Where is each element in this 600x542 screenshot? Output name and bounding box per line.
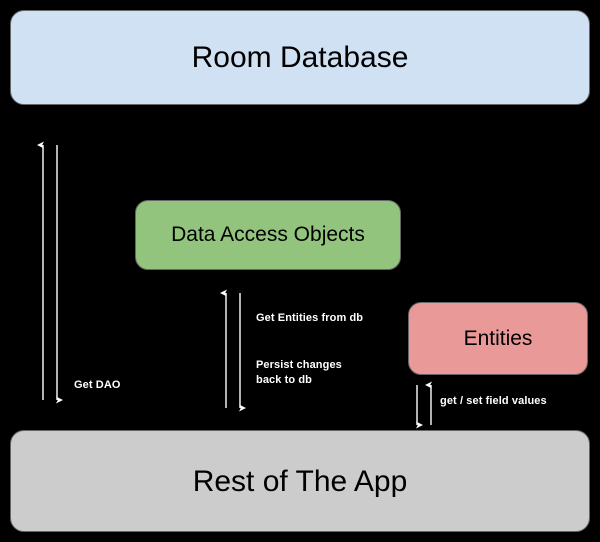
node-room-database-label: Room Database bbox=[191, 41, 409, 74]
edge-dao-app bbox=[220, 289, 246, 412]
edge-label-get-dao: Get DAO bbox=[74, 379, 121, 391]
node-data-access-objects-label: Data Access Objects bbox=[171, 223, 365, 247]
node-entities-label: Entities bbox=[463, 326, 533, 350]
node-entities[interactable]: Entities bbox=[408, 302, 588, 375]
edge-entities-app bbox=[416, 381, 432, 429]
edge-label-get-set-field-values: get / set field values bbox=[440, 395, 547, 407]
node-rest-of-app-label: Rest of The App bbox=[192, 464, 408, 498]
edge-label-get-entities-from-db: Get Entities from db bbox=[256, 312, 364, 324]
edge-label-persist-changes-back-to-db: Persist changes back to db bbox=[256, 359, 342, 386]
node-room-database[interactable]: Room Database bbox=[10, 10, 590, 105]
edge-get-dao bbox=[37, 141, 63, 404]
node-data-access-objects[interactable]: Data Access Objects bbox=[135, 200, 401, 270]
node-rest-of-app[interactable]: Rest of The App bbox=[10, 430, 590, 532]
